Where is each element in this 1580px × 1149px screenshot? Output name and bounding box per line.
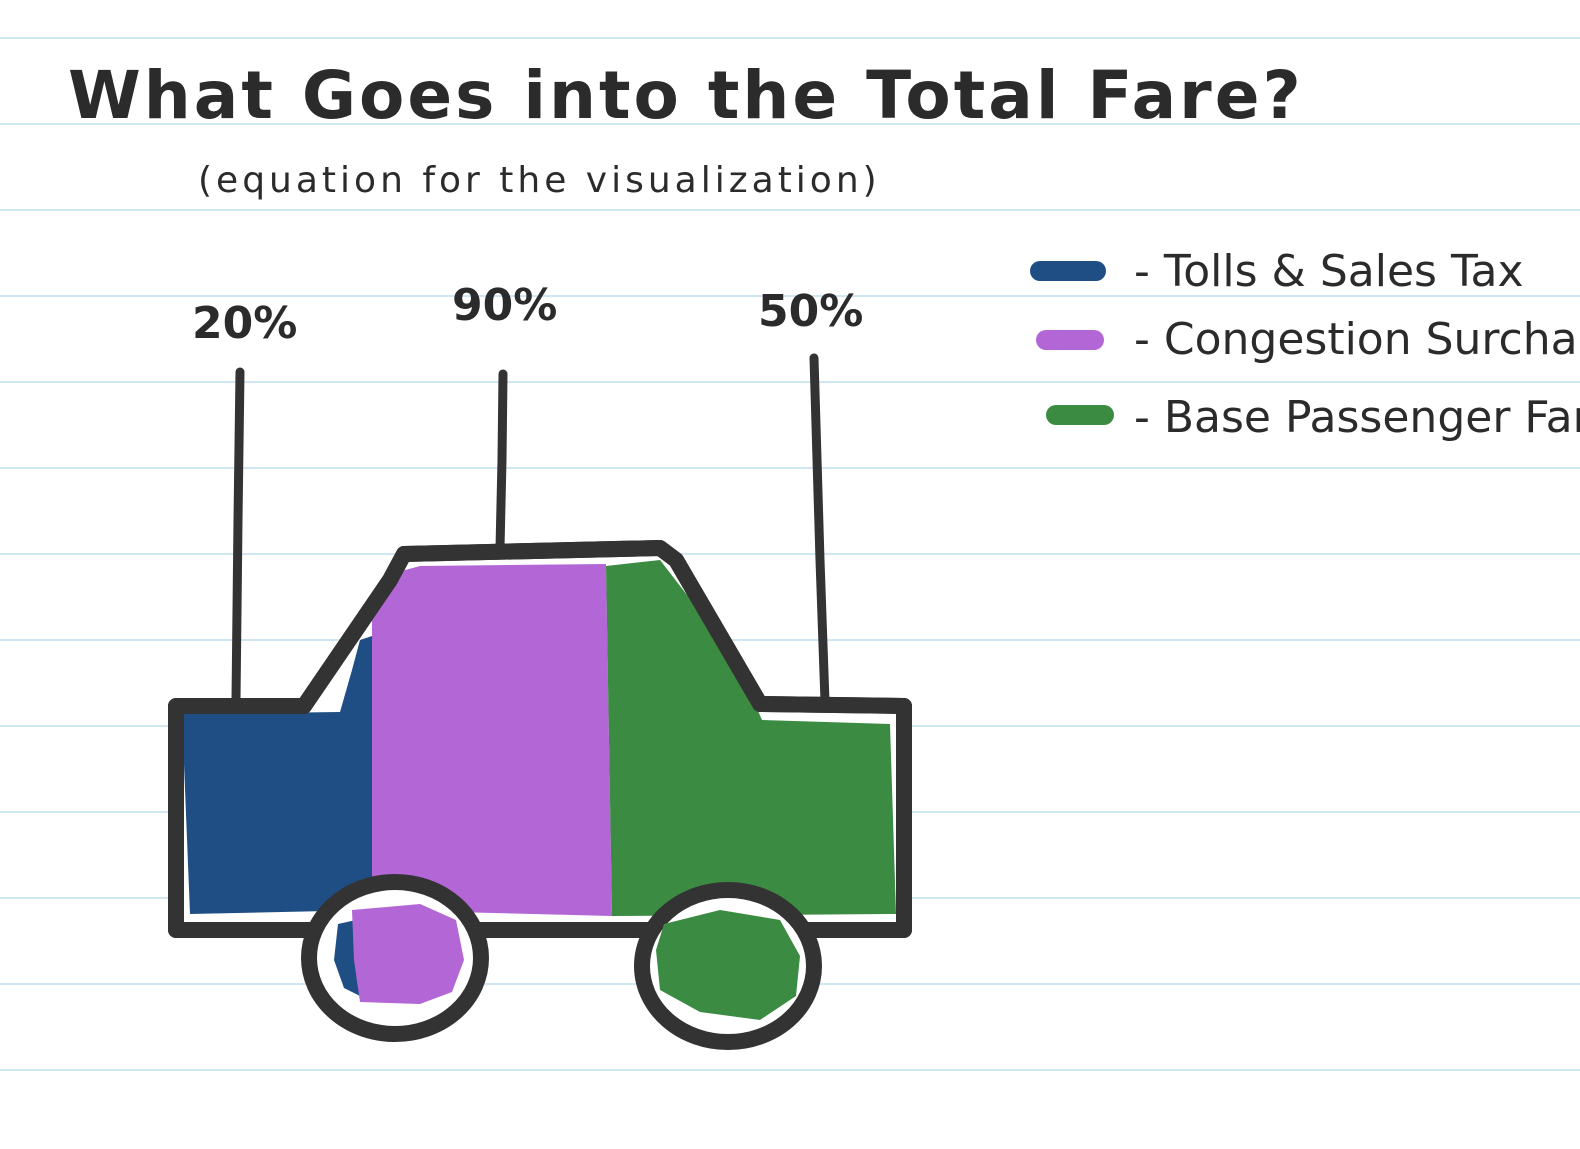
wheel-left — [301, 874, 489, 1042]
page-subtitle: (equation for the visualization) — [198, 160, 881, 201]
segment-base — [606, 560, 896, 916]
legend-label-tolls: - Tolls & Sales Tax — [1134, 246, 1524, 297]
car-diagram — [168, 540, 912, 1050]
callout-line-tolls — [231, 367, 245, 705]
callout-label-tolls: 20% — [192, 298, 297, 349]
callout-line-congestion — [495, 369, 508, 553]
segment-congestion — [372, 564, 612, 916]
segment-tolls — [182, 636, 372, 914]
wheel-left-purple — [352, 904, 464, 1004]
legend-label-congestion: - Congestion Surcharge — [1134, 314, 1580, 365]
wheel-right-green — [656, 910, 800, 1020]
wheel-right — [634, 882, 822, 1050]
legend-label-base: - Base Passenger Fare — [1134, 392, 1580, 443]
callout-line-base — [809, 353, 831, 735]
callout-lines — [231, 353, 831, 735]
legend: - Tolls & Sales Tax - Congestion Surchar… — [1030, 246, 1580, 443]
page-title: What Goes into the Total Fare? — [68, 57, 1304, 134]
callout-label-congestion: 90% — [452, 280, 557, 331]
callout-label-base: 50% — [758, 286, 863, 337]
